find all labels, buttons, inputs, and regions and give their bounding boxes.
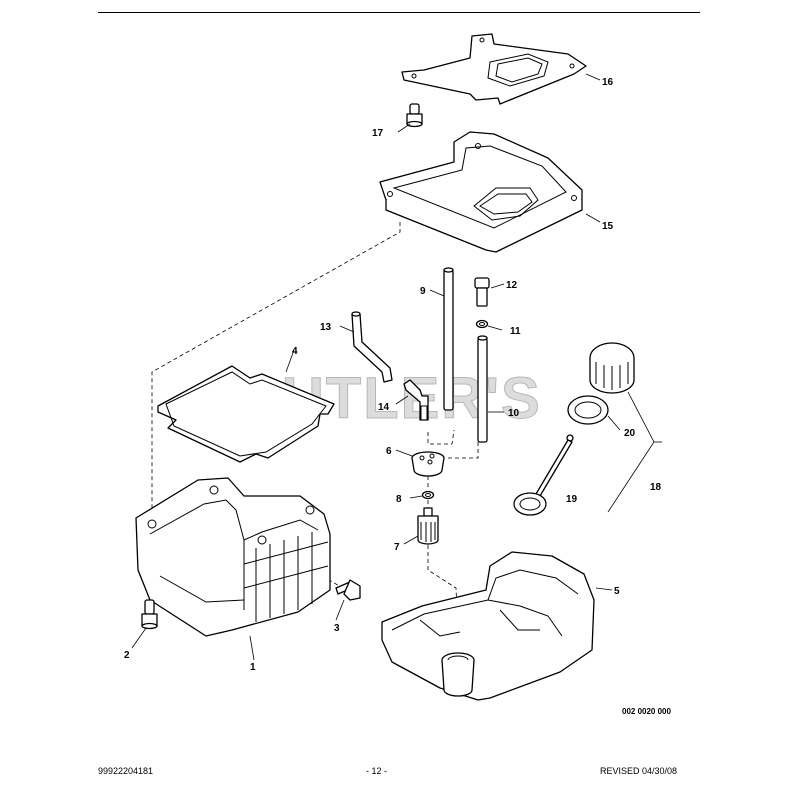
callout-5: 5 xyxy=(614,586,620,597)
fuel-line-10 xyxy=(477,335,488,443)
callout-6: 6 xyxy=(386,446,392,457)
bracket-plate-16 xyxy=(401,33,587,105)
footer-part-number: 99922204181 xyxy=(98,766,154,776)
screw-17 xyxy=(406,103,423,128)
kit-bracket xyxy=(607,391,662,513)
callout-9: 9 xyxy=(420,286,426,297)
callout-4: 4 xyxy=(292,346,298,357)
footer-page-number: - 12 - xyxy=(366,766,388,776)
fuel-line-9 xyxy=(443,267,454,411)
fitting-12 xyxy=(474,277,490,307)
callouts: 1 2 3 4 5 6 7 8 9 10 11 12 13 14 15 16 1… xyxy=(124,77,662,673)
cap-gasket-20 xyxy=(567,395,609,425)
retainer-19 xyxy=(513,434,574,516)
callout-1: 1 xyxy=(250,662,256,673)
leader-lines xyxy=(131,73,613,661)
callout-16: 16 xyxy=(602,77,614,88)
callout-12: 12 xyxy=(506,280,518,291)
callout-14: 14 xyxy=(378,402,390,413)
grommet-6 xyxy=(411,451,445,477)
vent-hose-13 xyxy=(351,311,393,383)
callout-7: 7 xyxy=(394,542,400,553)
callout-13: 13 xyxy=(320,322,332,333)
callout-3: 3 xyxy=(334,623,340,634)
fuel-filter-7 xyxy=(417,507,439,545)
callout-8: 8 xyxy=(396,494,402,505)
top-rule xyxy=(98,12,700,13)
callout-10: 10 xyxy=(508,408,520,419)
drawing-code: 002 0020 000 xyxy=(622,707,671,716)
callout-19: 19 xyxy=(566,494,578,505)
callout-2: 2 xyxy=(124,650,130,661)
o-ring-8 xyxy=(421,490,435,500)
screw-2 xyxy=(141,599,158,630)
footer-revised: REVISED 04/30/08 xyxy=(600,766,678,776)
gasket-4 xyxy=(157,365,335,463)
elbow-fitting-14 xyxy=(403,379,429,421)
screw-3 xyxy=(335,579,361,601)
callout-18: 18 xyxy=(650,482,662,493)
callout-11: 11 xyxy=(510,326,521,337)
callout-20: 20 xyxy=(624,428,636,439)
callout-15: 15 xyxy=(602,221,614,232)
fuel-tank-5 xyxy=(381,551,595,701)
callout-17: 17 xyxy=(372,128,384,139)
o-ring-11 xyxy=(475,319,489,329)
mounting-plate-15 xyxy=(379,131,583,253)
fuel-cap-18 xyxy=(589,342,635,394)
tank-bracket-1 xyxy=(135,477,331,637)
